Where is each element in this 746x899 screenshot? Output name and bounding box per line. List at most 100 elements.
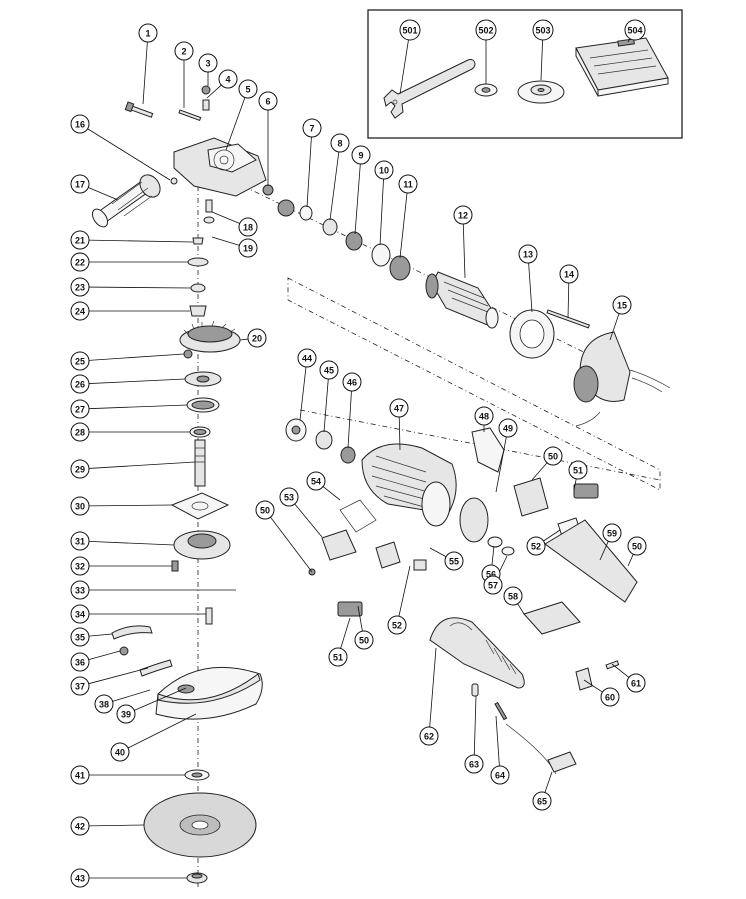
part-number-label: 504 — [627, 26, 642, 36]
callout-bubble — [70, 676, 90, 696]
callout-bubble — [453, 205, 473, 225]
part-number-label: 34 — [75, 610, 85, 620]
leader-line-31 — [88, 540, 175, 546]
callout-5: 5 — [238, 79, 258, 99]
leader-line-52 — [398, 565, 411, 617]
callout-36: 36 — [70, 652, 90, 672]
callout-bubble — [518, 244, 538, 264]
callout-21: 21 — [70, 230, 90, 250]
callout-bubble — [602, 523, 622, 543]
callout-bubble — [70, 301, 90, 321]
part-number-label: 38 — [99, 700, 109, 710]
callout-64: 64 — [490, 765, 510, 785]
part-number-label: 502 — [478, 26, 493, 36]
callout-43: 43 — [70, 868, 90, 888]
callout-22: 22 — [70, 252, 90, 272]
callout-62: 62 — [419, 726, 439, 746]
callout-12: 12 — [453, 205, 473, 225]
part-number-label: 64 — [495, 771, 505, 781]
callout-11: 11 — [398, 174, 418, 194]
callout-bubble — [474, 406, 494, 426]
part-number-label: 65 — [537, 797, 547, 807]
callout-63: 63 — [464, 754, 484, 774]
callout-33: 33 — [70, 580, 90, 600]
part-number-label: 3 — [205, 59, 210, 69]
leader-line-49 — [495, 436, 507, 493]
callout-503: 503 — [532, 19, 554, 41]
callout-bubble — [354, 630, 374, 650]
part-number-label: 32 — [75, 562, 85, 572]
part-number-label: 28 — [75, 428, 85, 438]
leader-line-23 — [88, 286, 192, 289]
callout-bubble — [374, 160, 394, 180]
callout-bubble — [174, 41, 194, 61]
callout-52: 52 — [526, 536, 546, 556]
part-number-label: 6 — [265, 97, 270, 107]
part-number-label: 4 — [225, 75, 230, 85]
callout-bubble — [503, 586, 523, 606]
callout-6: 6 — [258, 91, 278, 111]
callout-bubble — [626, 673, 646, 693]
callout-bubble — [70, 252, 90, 272]
callout-23: 23 — [70, 277, 90, 297]
leader-line-38 — [112, 689, 151, 702]
part-number-label: 30 — [75, 502, 85, 512]
housing-part — [361, 443, 457, 527]
part-number-label: 47 — [394, 404, 404, 414]
leader-line-61 — [611, 663, 630, 678]
part-number-label: 51 — [333, 653, 343, 663]
callout-1: 1 — [138, 23, 158, 43]
leader-line-63 — [473, 695, 477, 756]
accessories-box — [367, 9, 683, 139]
armature-part — [425, 271, 499, 329]
leader-line-45 — [323, 378, 329, 433]
callout-bubble — [138, 23, 158, 43]
part-number-label: 59 — [607, 529, 617, 539]
callout-61: 61 — [626, 673, 646, 693]
leader-line-504 — [627, 38, 631, 43]
side-handle-part — [91, 174, 161, 228]
callout-37: 37 — [70, 676, 90, 696]
callout-25: 25 — [70, 351, 90, 371]
leader-line-15 — [609, 313, 620, 341]
callout-2: 2 — [174, 41, 194, 61]
callout-59: 59 — [602, 523, 622, 543]
callout-35: 35 — [70, 627, 90, 647]
leader-line-36 — [88, 650, 121, 660]
callout-bubble — [70, 816, 90, 836]
packing-gland-part — [173, 530, 231, 560]
callout-3: 3 — [198, 53, 218, 73]
part-number-label: 62 — [424, 732, 434, 742]
part-number-label: 50 — [632, 542, 642, 552]
callout-bubble — [399, 19, 421, 41]
leader-line-56 — [491, 545, 495, 566]
part-number-label: 50 — [548, 452, 558, 462]
part-number-label: 2 — [181, 47, 186, 57]
callout-bubble — [218, 69, 238, 89]
callout-bubble — [389, 398, 409, 418]
callout-bubble — [70, 652, 90, 672]
callout-bubble — [94, 694, 114, 714]
part-number-label: 54 — [311, 477, 321, 487]
leader-lines — [87, 38, 634, 879]
part-number-label: 46 — [347, 378, 357, 388]
part-number-label: 501 — [402, 26, 417, 36]
callout-bubble — [70, 374, 90, 394]
part-number-label: 21 — [75, 236, 85, 246]
leader-line-16 — [87, 128, 171, 181]
callout-bubble — [70, 114, 90, 134]
callout-31: 31 — [70, 531, 90, 551]
callout-48: 48 — [474, 406, 494, 426]
callout-bubble — [490, 765, 510, 785]
callout-17: 17 — [70, 174, 90, 194]
part-number-label: 40 — [115, 748, 125, 758]
leader-line-12 — [462, 223, 466, 279]
callout-55: 55 — [444, 551, 464, 571]
callout-bubble — [526, 536, 546, 556]
callout-bubble — [70, 627, 90, 647]
leader-line-501 — [399, 39, 409, 95]
part-number-label: 52 — [531, 542, 541, 552]
leader-line-42 — [88, 824, 145, 827]
part-number-label: 35 — [75, 633, 85, 643]
leader-line-10 — [379, 178, 384, 246]
